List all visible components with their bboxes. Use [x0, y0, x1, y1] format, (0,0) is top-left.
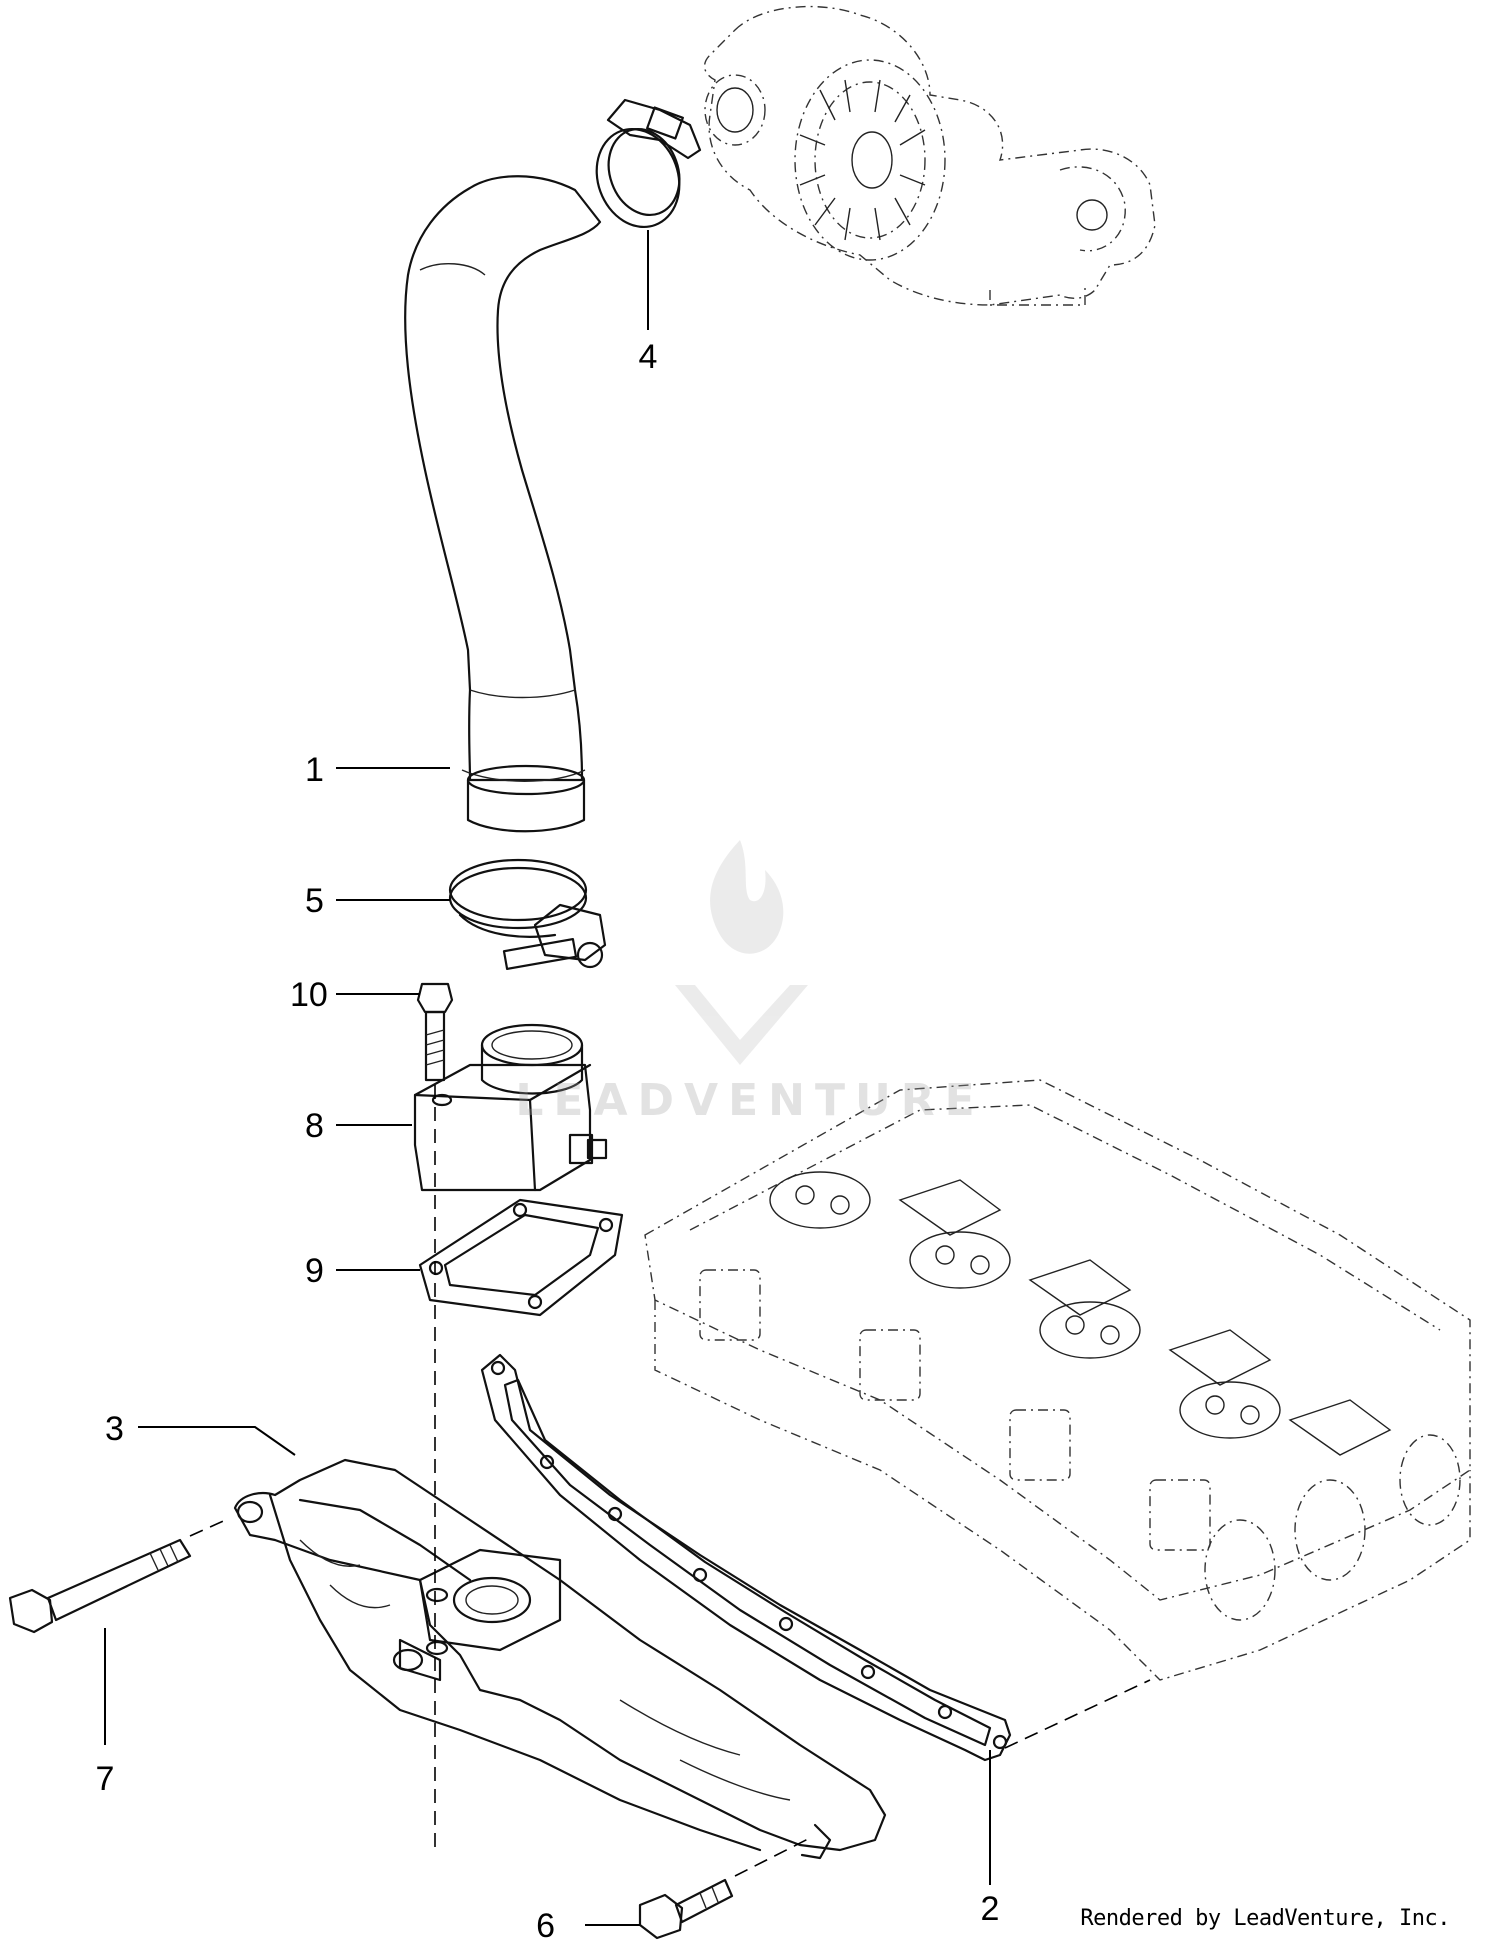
- gasket-flange: [418, 1198, 624, 1317]
- bolt: [416, 982, 454, 1082]
- inlet-flange: [413, 1023, 608, 1192]
- callout-5: 5: [305, 882, 324, 920]
- callout-2: 2: [981, 1890, 1000, 1928]
- watermark-text: LEADVENTURE: [515, 1075, 985, 1126]
- callout-4: 4: [639, 338, 658, 376]
- callout-9: 9: [305, 1252, 324, 1290]
- watermark-logo: [675, 840, 808, 1065]
- callout-labels: 1 2 3 4 5 6 7 8 9 10: [96, 338, 1000, 1943]
- leader-lines: [104, 230, 991, 1926]
- turbocharger-phantom: [703, 5, 1156, 306]
- callout-6: 6: [536, 1907, 555, 1943]
- callout-8: 8: [305, 1107, 324, 1145]
- intake-manifold: [233, 1458, 887, 1860]
- hose-clamp-upper: [595, 98, 702, 229]
- callout-1: 1: [305, 751, 324, 789]
- render-credit: Rendered by LeadVenture, Inc.: [1080, 1906, 1450, 1931]
- gasket-manifold: [480, 1353, 1012, 1762]
- assembly-centerlines: [189, 1085, 1151, 1877]
- hose: [404, 175, 602, 833]
- cylinder-head-phantom: [644, 1079, 1471, 1681]
- flange-bolt-long: [8, 1538, 192, 1634]
- callout-10: 10: [290, 976, 328, 1014]
- callout-7: 7: [96, 1760, 115, 1798]
- flange-bolt-short: [638, 1878, 734, 1940]
- callout-3: 3: [105, 1410, 124, 1448]
- hose-clamp-lower: [448, 858, 607, 971]
